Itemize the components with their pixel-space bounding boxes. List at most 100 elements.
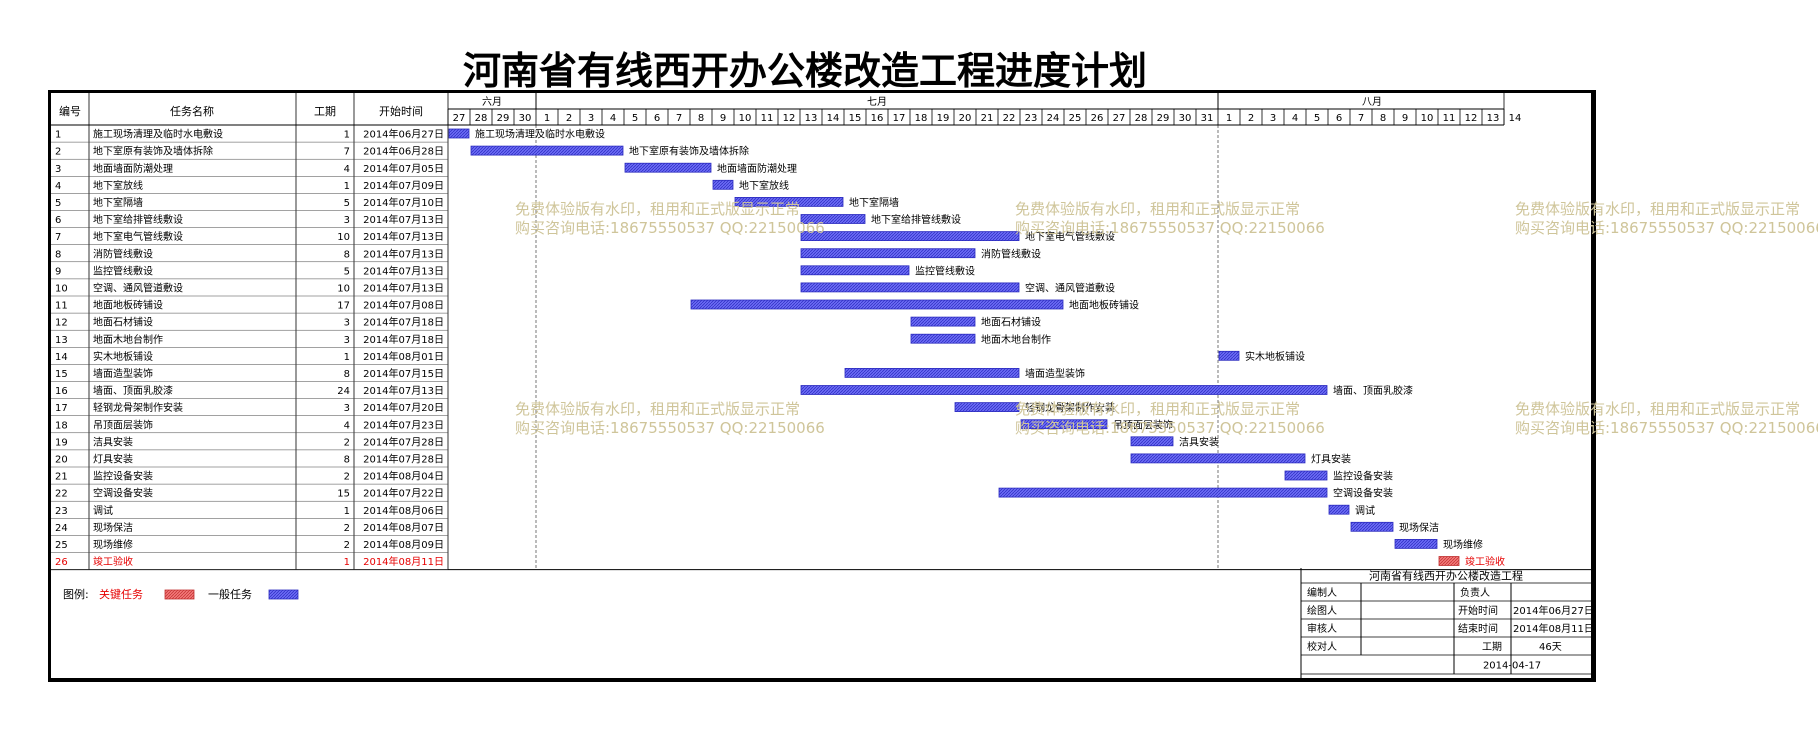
task-name: 吊顶面层装饰: [93, 418, 153, 431]
bar-label: 地下室电气管线敷设: [1025, 230, 1115, 243]
task-start: 2014年08月01日: [363, 350, 444, 363]
task-duration: 10: [337, 284, 350, 295]
task-bar: [1020, 419, 1108, 430]
header-start-time: 开始时间: [379, 104, 423, 118]
day-label: 29: [497, 113, 510, 124]
task-name: 调试: [93, 504, 113, 517]
task-id: 4: [55, 181, 61, 192]
task-id: 13: [55, 335, 68, 346]
task-bar: [954, 402, 1020, 413]
day-label: 13: [1487, 113, 1500, 124]
bar-label: 地下室原有装饰及墙体拆除: [629, 145, 749, 158]
task-name: 监控管线敷设: [93, 264, 153, 277]
day-label: 19: [937, 113, 950, 124]
day-label: 3: [588, 113, 594, 124]
task-id: 16: [55, 386, 68, 397]
task-id: 5: [55, 198, 61, 209]
day-label: 28: [1135, 113, 1148, 124]
task-id: 3: [55, 164, 61, 175]
bar-label: 轻钢龙骨架制作安装: [1025, 401, 1115, 414]
task-id: 6: [55, 215, 61, 226]
task-name: 地下室隔墙: [93, 196, 143, 209]
task-name: 地面地板砖铺设: [93, 299, 163, 312]
task-name: 轻钢龙骨架制作安装: [93, 401, 183, 414]
day-label: 2: [1248, 113, 1254, 124]
task-id: 2: [55, 147, 61, 158]
task-bar: [712, 179, 734, 190]
task-name: 地下室放线: [93, 179, 143, 192]
day-label: 26: [1091, 113, 1104, 124]
task-start: 2014年07月15日: [363, 367, 444, 380]
task-duration: 8: [344, 249, 350, 260]
task-name: 现场保洁: [93, 521, 133, 534]
day-label: 7: [1358, 113, 1364, 124]
watermark-text: 免费体验版有水印，租用和正式版显示正常购买咨询电话:18675550537 QQ…: [1015, 400, 1325, 437]
bar-label: 地下室给排管线敷设: [871, 213, 961, 226]
legend-critical-label: 关键任务: [99, 587, 143, 601]
task-bar: [448, 128, 470, 139]
day-label: 10: [1421, 113, 1434, 124]
task-name: 地面墙面防潮处理: [93, 162, 173, 175]
task-id: 26: [55, 557, 68, 568]
bar-label: 调试: [1355, 504, 1375, 517]
day-label: 17: [893, 113, 906, 124]
task-bar: [800, 231, 1020, 242]
day-label: 12: [783, 113, 796, 124]
task-duration: 7: [344, 147, 350, 158]
bar-label: 地面地板砖铺设: [1069, 299, 1139, 312]
task-id: 10: [55, 284, 68, 295]
task-bar: [470, 145, 624, 156]
day-label: 22: [1003, 113, 1016, 124]
day-label: 1: [544, 113, 550, 124]
task-duration: 2: [344, 437, 350, 448]
day-label: 28: [475, 113, 488, 124]
day-label: 6: [1336, 113, 1342, 124]
day-label: 23: [1025, 113, 1038, 124]
bar-label: 墙面造型装饰: [1025, 367, 1085, 380]
day-label: 13: [805, 113, 818, 124]
day-label: 2: [566, 113, 572, 124]
task-start: 2014年07月18日: [363, 333, 444, 346]
task-bar: [800, 385, 1328, 395]
info-owner: 负责人: [1460, 586, 1490, 599]
bar-label: 空调、通风管道敷设: [1025, 282, 1115, 295]
task-name: 地下室给排管线敷设: [93, 213, 183, 226]
bar-label: 空调设备安装: [1333, 487, 1393, 500]
bar-label: 竣工验收: [1465, 555, 1505, 568]
task-bar: [1328, 504, 1350, 515]
bar-label: 现场保洁: [1399, 521, 1439, 534]
legend-critical-swatch: [164, 589, 195, 600]
watermark-text: 免费体验版有水印，租用和正式版显示正常购买咨询电话:18675550537 QQ…: [515, 400, 825, 437]
bar-label: 监控设备安装: [1333, 470, 1393, 483]
header-id: 编号: [59, 104, 81, 118]
day-label: 8: [698, 113, 704, 124]
day-label: 11: [1443, 113, 1456, 124]
month-label: 八月: [1362, 96, 1382, 108]
day-label: 31: [1201, 113, 1214, 124]
task-id: 24: [55, 523, 68, 534]
task-bar: [800, 214, 866, 224]
task-id: 1: [55, 130, 61, 141]
header-task-name: 任务名称: [170, 104, 214, 118]
day-label: 9: [720, 113, 726, 124]
task-name: 消防管线敷设: [93, 247, 153, 260]
day-label: 30: [519, 113, 532, 124]
day-label: 21: [981, 113, 994, 124]
day-label: 29: [1157, 113, 1170, 124]
task-bar: [690, 299, 1064, 310]
bar-label: 灯具安装: [1311, 453, 1351, 466]
task-start: 2014年08月06日: [363, 504, 444, 517]
task-duration: 8: [344, 455, 350, 466]
task-id: 21: [55, 472, 68, 483]
task-start: 2014年07月23日: [363, 418, 444, 431]
task-duration: 3: [344, 335, 350, 346]
task-bar: [998, 487, 1328, 498]
task-duration: 8: [344, 369, 350, 380]
task-bar: [1218, 350, 1240, 361]
info-compiler: 编制人: [1307, 586, 1337, 599]
task-id: 14: [55, 352, 68, 363]
day-label: 1: [1226, 113, 1232, 124]
task-start: 2014年06月27日: [363, 128, 444, 141]
task-name: 墙面造型装饰: [93, 367, 153, 380]
